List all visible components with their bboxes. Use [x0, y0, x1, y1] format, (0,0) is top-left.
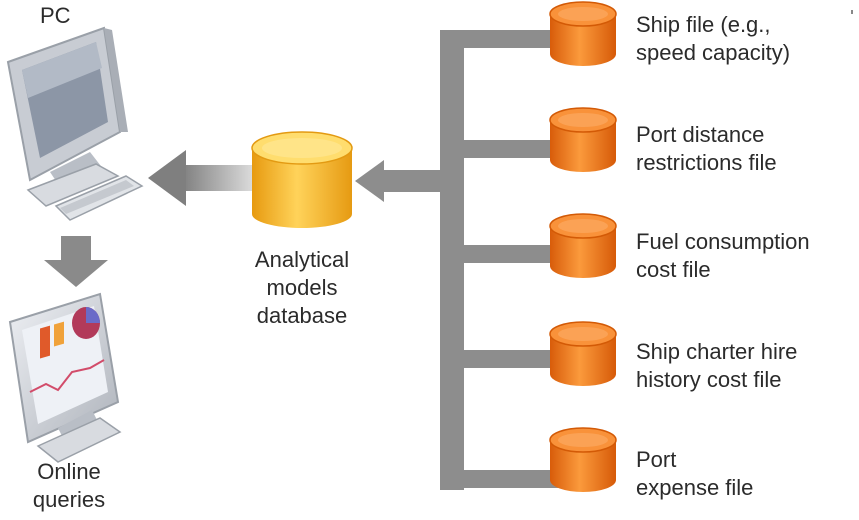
pc-monitor-icon	[6, 26, 144, 221]
down-arrow-icon	[44, 236, 108, 287]
source-file-label-port-distance: Port distance restrictions file	[636, 122, 777, 175]
file-cylinder-icon	[549, 1, 617, 66]
source-file-label-ship: Ship file (e.g., speed capacity)	[636, 12, 791, 65]
pc-label: PC	[40, 3, 71, 28]
source-file-label-charter: Ship charter hire history cost file	[636, 339, 798, 392]
online-queries-label: Online queries	[32, 459, 106, 512]
online-query-monitor-icon	[8, 292, 122, 463]
source-file-label-fuel: Fuel consumption cost file	[636, 229, 810, 282]
connector-bus	[355, 30, 558, 490]
database-label: Analytical models database	[254, 247, 350, 328]
corner-mark	[851, 10, 853, 14]
file-cylinder-icon	[549, 427, 617, 492]
file-cylinder-group	[549, 1, 617, 492]
left-arrow-icon	[148, 150, 252, 206]
file-cylinder-icon	[549, 321, 617, 386]
file-cylinder-icon	[549, 213, 617, 278]
database-cylinder-icon	[251, 131, 353, 228]
source-file-label-port-expense: Port expense file	[636, 447, 754, 500]
file-cylinder-icon	[549, 107, 617, 172]
